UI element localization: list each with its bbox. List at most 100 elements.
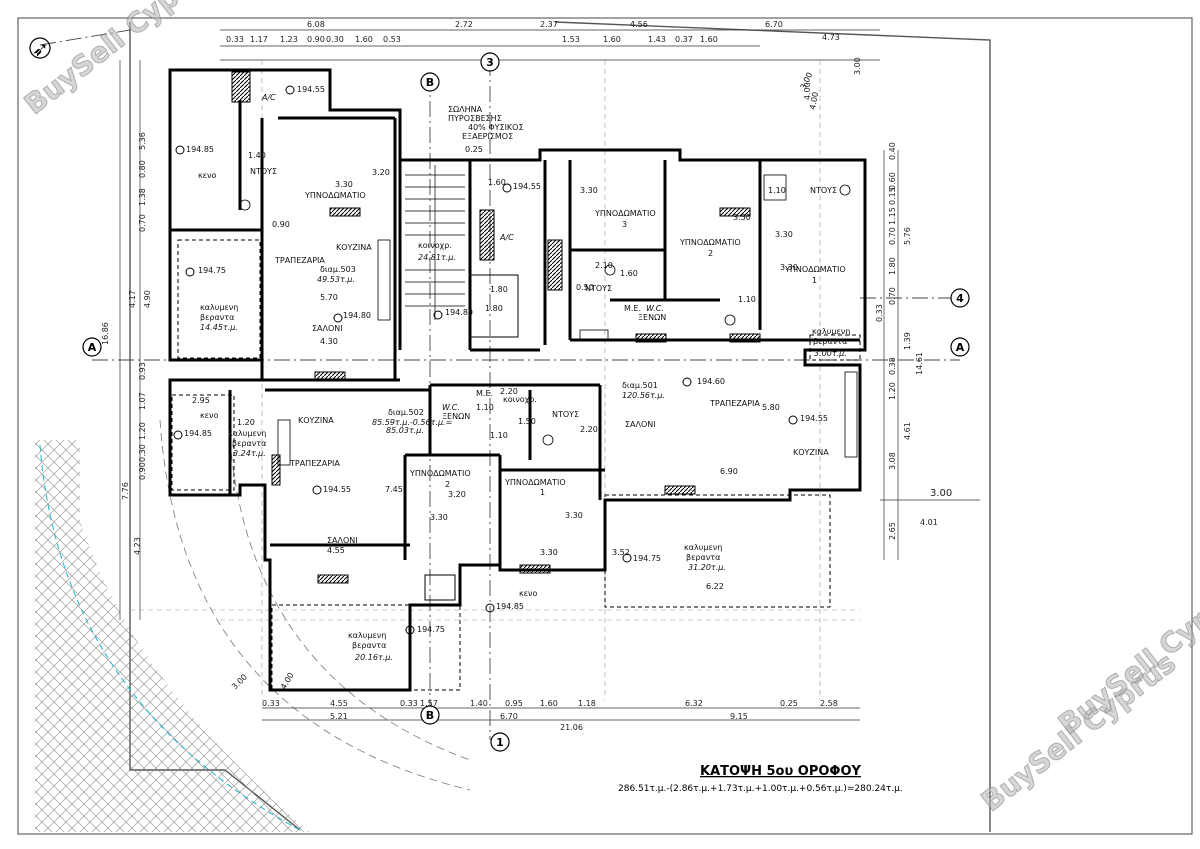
room-label-void-b: κενο xyxy=(200,411,219,420)
dim-sub-0: 0.33 xyxy=(226,35,244,44)
dim-right-9: 0.33 xyxy=(875,304,884,322)
room-label-bed1-502: ΥΠΝΟΔΩΜΑΤΙΟ xyxy=(504,478,566,487)
room-label-common: 24.81τ.μ. xyxy=(418,253,456,262)
dim-bot-1: 4.55 xyxy=(330,699,348,708)
room-label-apt-501: ΤΡΑΠΕΖΑΡΙΑ xyxy=(709,399,760,408)
dim-right-3: 0.60 xyxy=(888,172,897,190)
room-label-wc-502: 1.50 xyxy=(518,417,536,426)
dim-right-19: 4.01 xyxy=(920,518,938,527)
room-label-bed2-501: ΥΠΝΟΔΩΜΑΤΙΟ xyxy=(679,238,741,247)
room-label-apt-502: ΚΟΥΖΙΝΑ xyxy=(298,416,334,425)
dim-total-0: 5.21 xyxy=(330,712,348,721)
room-label-bed2-501: 3.50 xyxy=(733,213,751,222)
room-label-veranda-a: καλυμενη xyxy=(200,303,238,312)
dim-left-4: 4.17 xyxy=(128,290,137,308)
marker-b-top: B xyxy=(426,76,434,89)
room-label-lift: A/C xyxy=(499,233,514,242)
dim-left-6: 16.86 xyxy=(101,322,110,345)
room-label-apt-501: ΚΟΥΖΙΝΑ xyxy=(793,448,829,457)
room-label-bed1-501: ΥΠΝΟΔΩΜΑΤΙΟ xyxy=(784,265,846,274)
walls xyxy=(168,68,867,692)
room-label-lift: 194.55 xyxy=(513,182,541,191)
dim-bot-3: 1.57 xyxy=(420,699,438,708)
dim-sub-4: 0.30 xyxy=(326,35,344,44)
dim-left-5: 4.90 xyxy=(143,290,152,308)
dim-sub-3: 0.90 xyxy=(307,35,325,44)
room-label-common: 194.80 xyxy=(445,308,473,317)
room-label-wc-501: 1.60 xyxy=(620,269,638,278)
room-label-wc-502: W.C. xyxy=(442,403,460,412)
room-label-lift: 1.80 xyxy=(485,304,503,313)
room-label-apt-502: 7.45 xyxy=(385,485,403,494)
room-label-lift: 1.80 xyxy=(490,285,508,294)
dim-sub-9: 1.43 xyxy=(648,35,666,44)
room-label-level-19455-a: 194.55 xyxy=(297,85,325,94)
level-markers xyxy=(173,85,798,635)
marker-1: 1 xyxy=(496,736,504,749)
room-label-apt-502: διαμ.502 xyxy=(388,408,424,417)
room-label-wc-502: 1.10 xyxy=(490,431,508,440)
room-label-veranda-c: 6.22 xyxy=(706,582,724,591)
room-label-bed3-501: 2.10 xyxy=(595,261,613,270)
room-label-bedroom-503: 3.20 xyxy=(372,168,390,177)
room-label-fire-hose: ΣΩΛΗΝΑ xyxy=(448,105,483,114)
dim-left-11: 0.90 xyxy=(138,462,147,480)
room-label-wc-501: 1.10 xyxy=(768,186,786,195)
room-label-apt-503: 0.90 xyxy=(272,220,290,229)
dim-sub-10: 0.37 xyxy=(675,35,693,44)
room-label-void-c: κενο xyxy=(519,589,538,598)
dim-right-10: 5.76 xyxy=(903,227,912,245)
dim-right-6: 0.70 xyxy=(888,227,897,245)
room-label-bedroom-503: 3.30 xyxy=(335,180,353,189)
room-label-apt-502: 194.55 xyxy=(323,485,351,494)
room-label-lift: 1.60 xyxy=(488,178,506,187)
room-label-wc-502: 1.10 xyxy=(476,403,494,412)
veranda-outlines xyxy=(171,239,861,691)
dim-right-1: 4.00 xyxy=(803,82,812,100)
room-label-diag-dims: 3.00 xyxy=(230,672,249,691)
dim-bot-2: 0.33 xyxy=(400,699,418,708)
dim-total-2: 9.15 xyxy=(730,712,748,721)
dim-sub-2: 1.23 xyxy=(280,35,298,44)
room-label-wc-502: κοινοχρ. xyxy=(503,395,537,404)
room-label-diag-dims: 4.00 xyxy=(808,91,820,110)
room-label-apt-501: διαμ.501 xyxy=(622,381,658,390)
dim-top-2: 2.37 xyxy=(540,20,558,29)
room-label-wc-502: Μ.Ε. xyxy=(476,389,493,398)
room-label-bed2-502: 3.20 xyxy=(448,490,466,499)
room-label-void-b: 2.95 xyxy=(192,396,210,405)
room-label-void-b: 1.20 xyxy=(237,418,255,427)
room-label-veranda-c: βεραντα xyxy=(686,553,720,562)
dim-left-9: 1.20 xyxy=(138,422,147,440)
marker-a-left: A xyxy=(88,341,97,354)
room-label-apt-502: 4.55 xyxy=(327,546,345,555)
plan-title: ΚΑΤΟΨΗ 5ου ΟΡΟΦΟΥ xyxy=(700,764,862,779)
room-label-wc-a: ΝΤΟΥΣ xyxy=(250,167,277,176)
room-label-bed1-502: 3.30 xyxy=(565,511,583,520)
room-label-common: κοινοχρ. xyxy=(418,241,452,250)
dim-left-0: 5.36 xyxy=(138,132,147,150)
dim-right-17: 2.65 xyxy=(888,522,897,540)
room-label-veranda-d: 194.75 xyxy=(417,625,445,634)
dim-right-7: 1.80 xyxy=(888,257,897,275)
room-label-veranda-c: 194.75 xyxy=(633,554,661,563)
room-labels: A/C194.55194.85κενο1.40ΝΤΟΥΣ3.30ΥΠΝΟΔΩΜΑ… xyxy=(184,71,850,692)
room-label-veranda-b: 3.24τ.μ. xyxy=(233,449,266,458)
dim-right-5: 1.15 xyxy=(888,207,897,225)
room-label-void-b: 194.85 xyxy=(184,429,212,438)
room-label-fire-hose: ΠΥΡΟΣΒΕΣΗΣ xyxy=(448,114,502,123)
dim-sub-7: 1.53 xyxy=(562,35,580,44)
dim-right-11: 1.39 xyxy=(903,332,912,350)
dim-left-1: 0.80 xyxy=(138,160,147,178)
room-label-wc-501: 1.10 xyxy=(738,295,756,304)
room-label-common: 194.80 xyxy=(343,311,371,320)
dim-left-13: 4.23 xyxy=(133,537,142,555)
room-label-veranda-a: βεραντα xyxy=(200,313,234,322)
room-label-diag-dims: 4.00 xyxy=(279,671,296,691)
dim-right-12: 14.61 xyxy=(915,352,924,375)
area-formula: 286.51τ.μ.-(2.86τ.μ.+1.73τ.μ.+1.00τ.μ.+0… xyxy=(618,784,903,794)
room-label-bed1-501: 3.30 xyxy=(775,230,793,239)
room-label-apt-503: ΣΑΛΟΝΙ xyxy=(312,324,343,333)
room-label-apt-503: ΤΡΑΠΕΖΑΡΙΑ xyxy=(274,256,325,265)
room-label-bed1-502: 3.30 xyxy=(540,548,558,557)
